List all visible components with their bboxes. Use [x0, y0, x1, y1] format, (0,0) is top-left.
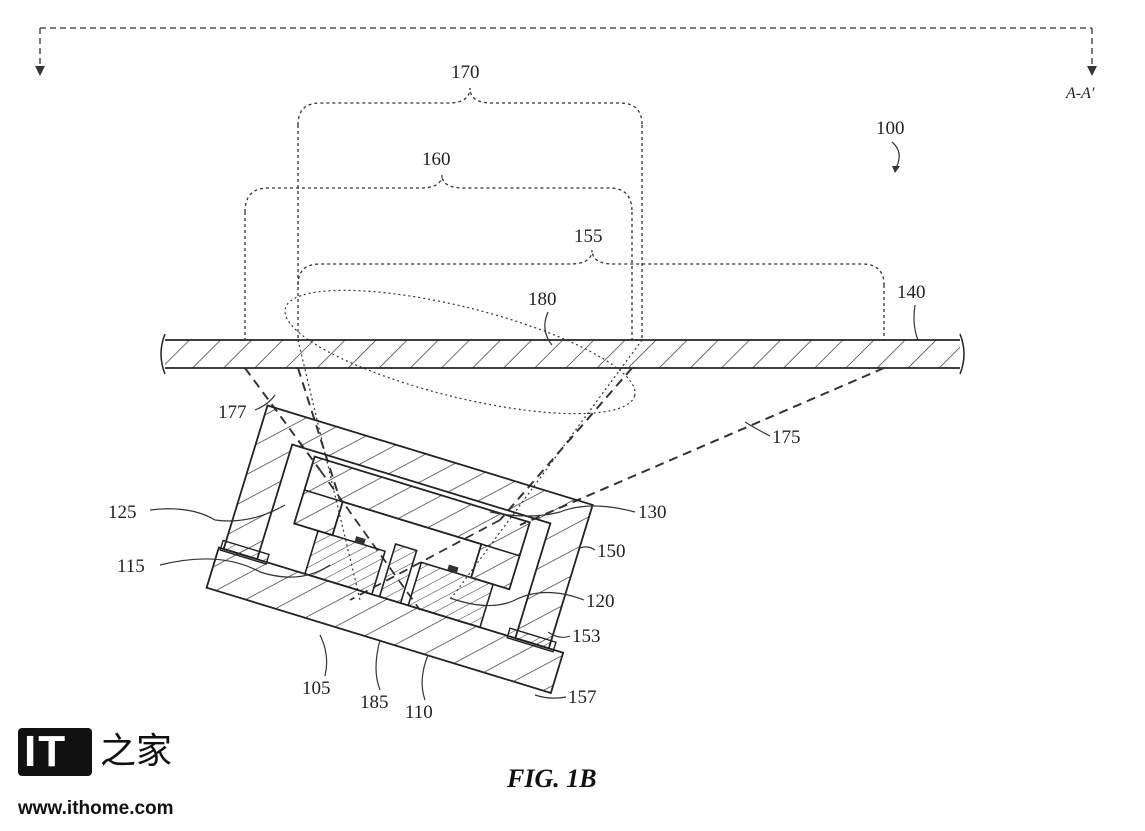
label-177: 177 [218, 402, 247, 423]
label-130: 130 [638, 502, 667, 523]
section-arrow-left-icon [35, 66, 45, 76]
label-160: 160 [422, 149, 451, 170]
label-153: 153 [572, 626, 601, 647]
label-150: 150 [597, 541, 626, 562]
leader-140 [913, 304, 919, 341]
ithome-url: www.ithome.com [18, 798, 174, 819]
leader-130 [489, 505, 636, 517]
label-157: 157 [568, 687, 597, 708]
label-105: 105 [302, 678, 331, 699]
section-arrow-right-icon [1087, 66, 1097, 76]
section-line [39, 27, 1093, 68]
bracket-170 [297, 87, 643, 340]
label-185: 185 [360, 692, 389, 713]
label-155: 155 [574, 226, 603, 247]
figure-title: FIG. 1B [506, 764, 597, 793]
bracket-155 [297, 249, 885, 340]
label-110: 110 [405, 702, 433, 723]
section-label: A-A′ [1065, 85, 1095, 102]
sensor-module-150 [205, 404, 594, 695]
arrowhead-icon [892, 166, 900, 173]
leader-115 [159, 558, 331, 578]
ithome-logo-text: IT [24, 727, 68, 776]
leader-125 [149, 504, 286, 522]
leader-153 [547, 631, 571, 638]
leader-120 [449, 591, 585, 607]
leader-180 [544, 311, 553, 346]
leader-105 [319, 634, 328, 677]
cover-layer-140 [160, 333, 965, 375]
ithome-logo-chinese: 之家 [100, 731, 173, 772]
label-125: 125 [108, 502, 137, 523]
illumination-region-180 [284, 289, 636, 415]
label-140: 140 [897, 282, 926, 303]
leader-157 [534, 694, 567, 699]
ref-arrow-100-icon [891, 141, 900, 169]
leader-185 [375, 639, 381, 691]
label-115: 115 [117, 556, 145, 577]
label-170: 170 [451, 62, 480, 83]
leader-177 [254, 394, 276, 411]
leader-175 [744, 421, 771, 437]
label-180: 180 [528, 289, 557, 310]
ithome-logo [18, 728, 92, 776]
leader-110 [421, 654, 429, 701]
label-175: 175 [772, 427, 801, 448]
bracket-160 [244, 174, 633, 340]
label-100: 100 [876, 118, 905, 139]
label-120: 120 [586, 591, 615, 612]
leader-150 [579, 546, 596, 551]
